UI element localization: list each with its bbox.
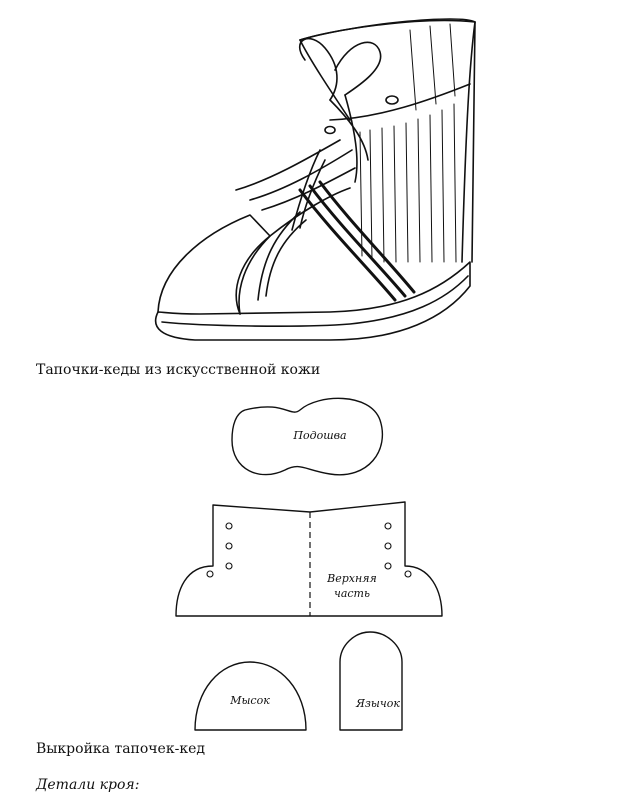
upper-piece: [175, 501, 443, 617]
upper-label-line2: часть: [334, 587, 370, 600]
sneaker-drawing: [154, 18, 476, 341]
upper-label-line1: Верхняя: [327, 572, 377, 585]
sole-piece: [231, 397, 384, 476]
toe-label: Мысок: [230, 694, 270, 707]
illustration-caption: Тапочки-кеды из искусственной кожи: [36, 362, 321, 378]
tongue-piece: [339, 631, 403, 731]
tongue-label: Язычок: [356, 697, 400, 710]
sole-label: Подошва: [293, 429, 347, 442]
lace-hole-icon: [206, 522, 412, 578]
toe-piece: [194, 661, 307, 731]
pattern-caption: Выкройка тапочек-кед: [36, 741, 205, 757]
parts-heading: Детали кроя:: [36, 777, 140, 793]
